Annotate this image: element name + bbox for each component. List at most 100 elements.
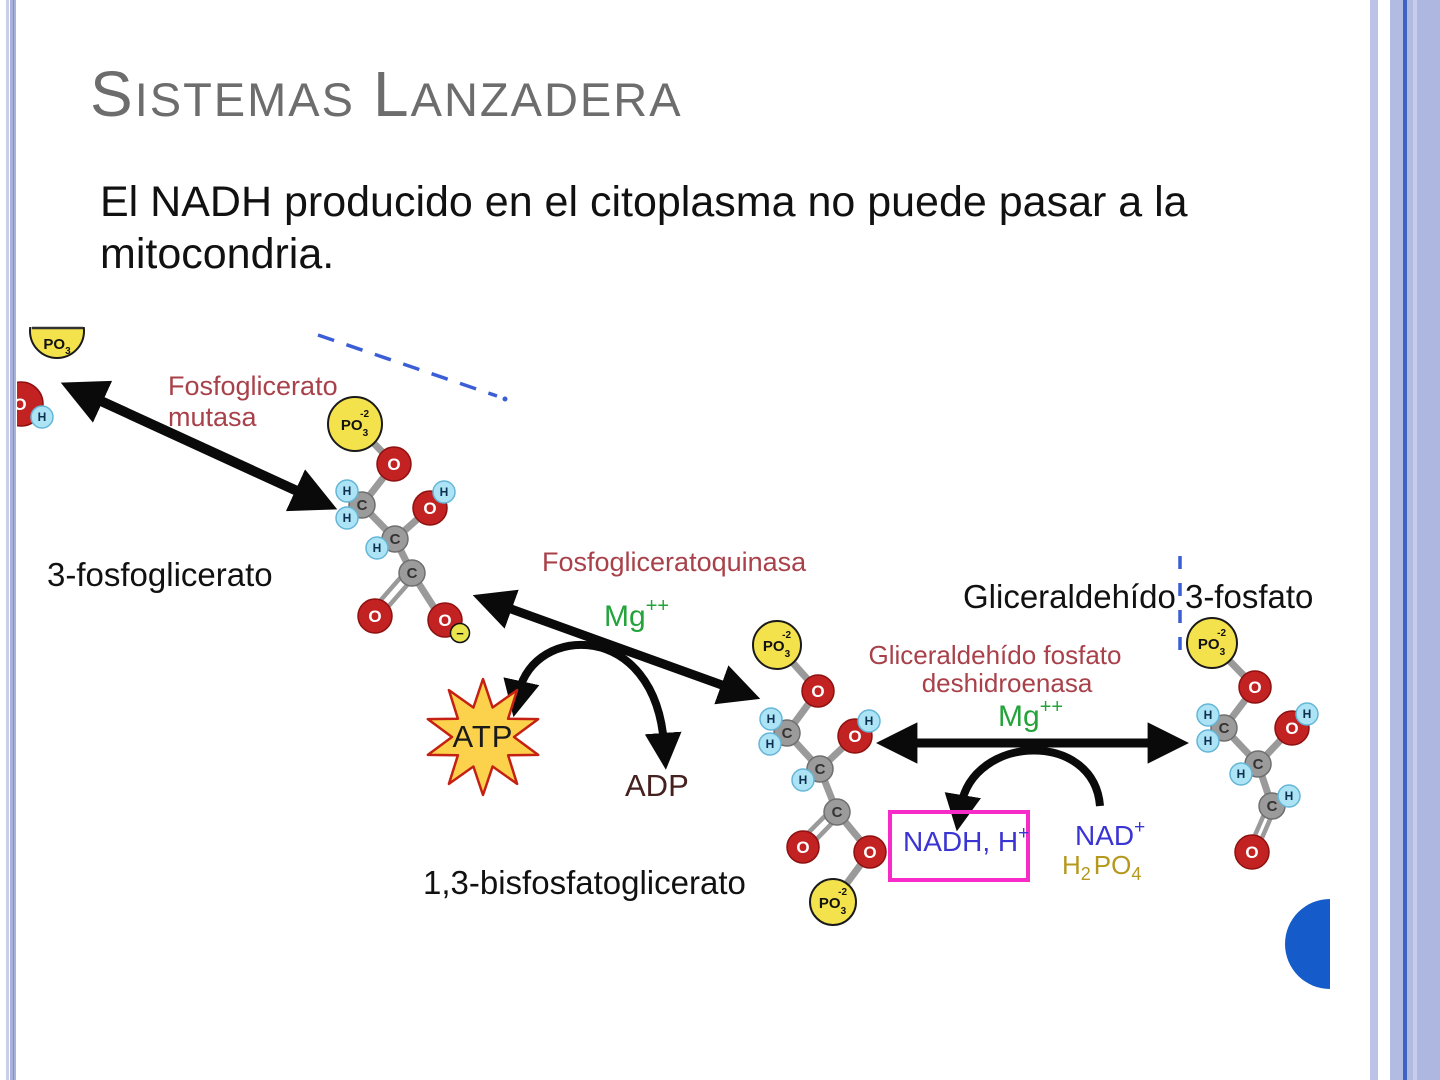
h-atom: [432, 480, 456, 504]
atom-label: C: [782, 725, 793, 742]
h-atom: [365, 536, 389, 560]
po3-atom: [752, 620, 802, 670]
right-border-band2: [1407, 0, 1413, 1080]
right-border-band: [1390, 0, 1403, 1080]
atom-label: C: [832, 804, 843, 821]
adp-label: ADP: [625, 768, 689, 803]
atom-label: C: [357, 497, 368, 514]
nadh-label: NADH, H+: [903, 823, 1029, 857]
left-border-stripe: [6, 0, 9, 1080]
atp-adp-curved-arrow: [503, 640, 682, 770]
mutasa-reaction-arrow: [60, 380, 338, 512]
atom-label: PO3-2: [1198, 628, 1227, 658]
h-atom: [335, 506, 359, 530]
h-atom: [335, 479, 359, 503]
c-atom: [823, 798, 851, 826]
molecule1-name-label: 3-fosfoglicerato: [47, 556, 273, 593]
dashed-line-dot: [502, 396, 508, 402]
atom-label: O: [863, 843, 876, 862]
atom-label: H: [38, 410, 47, 424]
left-border-line: [12, 0, 14, 1080]
atom-label: H: [440, 485, 449, 499]
title-smallcaps-1: ISTEMAS: [134, 73, 356, 126]
blue-semicircle-shape: [1285, 899, 1330, 989]
atom-label: O: [848, 727, 861, 746]
mg-cofactor-label-2: Mg++: [998, 696, 1063, 733]
h-atom: [1229, 762, 1253, 786]
right-border-band3: [1417, 0, 1440, 1080]
negative-charge-icon: [449, 622, 471, 644]
right-border-line: [1403, 0, 1407, 1080]
atom-label: H: [343, 484, 352, 498]
minus-sign: −: [456, 626, 464, 641]
molecule-13-bisfosfatoglicerato: PO3-2 O C H H O H C H C O O PO3-2: [752, 620, 887, 926]
h-atom: [1196, 703, 1220, 727]
atom-label: C: [815, 761, 826, 778]
mg-cofactor-label-1: Mg++: [604, 595, 669, 633]
h-atom: [857, 709, 881, 733]
atom-label: H: [1204, 734, 1213, 748]
atom-label: C: [390, 531, 401, 548]
h-atom: [1295, 702, 1319, 726]
atp-label: ATP: [453, 719, 514, 754]
atom-label: O: [368, 607, 381, 626]
h-atom: [758, 732, 782, 756]
o-atom: [357, 598, 393, 634]
atom-label: O: [1245, 843, 1258, 862]
atom-label: H: [373, 541, 382, 555]
quinasa-reaction-arrow: [472, 589, 761, 705]
atom-label: H: [799, 773, 808, 787]
molecule-3-fosfoglicerato: PO3-2 O C H H O H C H C O O −: [327, 396, 471, 644]
molecule2-name-label: 1,3-bisfosfatoglicerato: [423, 864, 746, 901]
o-atom: [853, 835, 887, 869]
mutasa-enzyme-label-line2: mutasa: [168, 402, 258, 432]
o-atom: [1238, 670, 1272, 704]
c-atom: [398, 559, 426, 587]
atom-label: PO3-2: [763, 630, 792, 660]
title-initial-2: L: [373, 58, 411, 130]
atom-label: H: [1303, 707, 1312, 721]
atp-star: ATP: [426, 677, 540, 797]
po3-atom: [29, 327, 85, 359]
mutasa-enzyme-label-line1: Fosfoglicerato: [168, 371, 338, 401]
starburst-shape: [426, 677, 540, 797]
atom-label: PO3-2: [341, 409, 370, 439]
title-initial-1: S: [90, 58, 135, 130]
nadh-highlight-box: NADH, H+: [888, 810, 1030, 882]
h-atom: [1277, 784, 1301, 808]
deshidrogenasa-enzyme-label-line1: Gliceraldehído fosfato: [869, 640, 1122, 670]
h-atom: [791, 768, 815, 792]
atom-label: O: [1285, 719, 1298, 738]
atom-label: O: [811, 682, 824, 701]
body-text: El NADH producido en el citoplasma no pu…: [100, 178, 1188, 279]
h-atom: [30, 405, 54, 429]
nad-label: NAD+: [1075, 817, 1145, 851]
atom-label: O: [387, 455, 400, 474]
atom-label: C: [1267, 798, 1278, 815]
right-border-gap: [1378, 0, 1390, 1080]
atom-label: C: [407, 565, 418, 582]
atom-label: O: [796, 838, 809, 857]
atom-label: H: [766, 737, 775, 751]
atom-label: O: [438, 611, 451, 630]
o-atom: [376, 446, 412, 482]
dashed-membrane-line-diagonal: [317, 333, 498, 398]
atom-label: H: [767, 712, 776, 726]
po3-atom: [1186, 617, 1238, 669]
atom-label: H: [1237, 767, 1246, 781]
molecule-gliceraldehido-3-fosfato: PO3-2 O C H H O H C H C H O: [1186, 617, 1319, 870]
deshidrogenasa-enzyme-label-line2: deshidroenasa: [922, 668, 1093, 698]
partial-phosphate-top-left: PO3: [29, 326, 85, 359]
molecule3-name-label: Gliceraldehído 3-fosfato: [963, 578, 1313, 615]
atom-label: H: [1285, 789, 1294, 803]
atom-label: PO3-2: [819, 887, 848, 917]
atom-label: C: [1219, 720, 1230, 737]
h-atom: [1196, 729, 1220, 753]
title-smallcaps-2: ANZADERA: [410, 73, 683, 126]
atom-label: O: [13, 395, 26, 414]
atom-label: O: [1248, 678, 1261, 697]
atom-label: O: [423, 499, 436, 518]
atom-label: H: [343, 511, 352, 525]
